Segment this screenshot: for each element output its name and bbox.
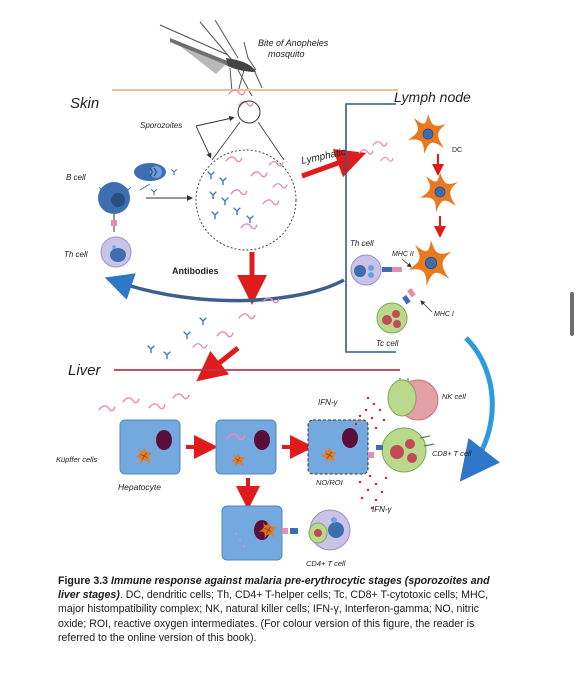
th-cell-left-icon: [100, 236, 132, 268]
cd8-t-cell-icon: [376, 427, 435, 473]
hepatocyte-icon-1: [119, 419, 181, 475]
skin-antibodies: [207, 171, 254, 224]
figure-title: Immune response against malaria pre-eryt…: [58, 575, 490, 602]
cd4-t-cell-icon: [290, 509, 351, 551]
hepatocyte-icon-2: [215, 419, 277, 475]
ifn-particles: [354, 396, 388, 510]
th-cell-left-label: Th cell: [64, 250, 88, 259]
lymph-to-skin-curve-arrow: [104, 273, 345, 303]
liver-sporozoites: [98, 393, 190, 412]
mhc-ii-label: MHC II: [392, 251, 414, 258]
th-cell-right-label: Th cell: [350, 239, 374, 248]
lymph-node-label: Lymph node: [394, 89, 471, 105]
liver-label: Liver: [68, 362, 102, 379]
ifn-top-label: IFN-γ: [318, 398, 339, 407]
skin-sporozoites: [225, 156, 288, 230]
to-liver-arrow: [196, 346, 240, 382]
b-cell-label: B cell: [66, 173, 86, 182]
injected-sporozoites: [228, 89, 254, 107]
th-cell-right-icon: [350, 254, 402, 286]
hepatocyte-icon-3: [307, 419, 374, 475]
figure-number: Figure 3.3: [58, 575, 109, 587]
mosquito-icon: [159, 19, 263, 97]
dendritic-cell-icon-3: [407, 239, 452, 287]
hepatocyte-icon-4: [221, 505, 288, 561]
dendritic-cell-icon-2: [419, 171, 459, 213]
lymph-node-bracket: [345, 103, 396, 353]
figure-caption: Figure 3.3 Immune response against malar…: [58, 574, 490, 645]
bite-label: Bite of Anopheles mosquito: [258, 38, 331, 59]
sporozoites-label: Sporozoites: [140, 121, 182, 130]
nk-cell-label: NK cell: [442, 392, 466, 401]
plasma-b-cell-icon: [134, 163, 178, 181]
mhc-i-label: MHC I: [434, 311, 454, 318]
skin-label: Skin: [70, 95, 99, 112]
scrollbar[interactable]: [570, 292, 574, 336]
dendritic-cell-icon-1: [407, 113, 447, 155]
lymphatic-arrow: [301, 148, 367, 179]
tc-cell-label: Tc cell: [376, 339, 399, 348]
no-roi-label: NO/ROI: [316, 478, 343, 487]
ifn-bottom-label: IFN-γ: [372, 505, 393, 514]
circulating-sporozoites: [192, 297, 280, 349]
cd8-t-cell-label: CD8+ T cell: [432, 449, 472, 458]
figure-caption-body: . DC, dendritic cells; Th, CD4+ T-helper…: [58, 589, 489, 644]
circulating-antibodies: [147, 316, 207, 360]
lymph-sporozoites: [358, 141, 394, 162]
antibodies-label: Antibodies: [172, 266, 219, 276]
skin-compartment: [195, 149, 297, 251]
b-cell-icon: [98, 182, 132, 214]
cd4-t-cell-label: CD4+ T cell: [306, 559, 346, 568]
tc-cell-icon: [376, 288, 416, 334]
hepatocyte-label: Hepatocyte: [118, 482, 161, 492]
sporozoite-zoom-circle: [237, 100, 261, 124]
dc-label: DC: [452, 147, 462, 154]
lymph-to-liver-arrow: [459, 336, 501, 482]
kupffer-label: Küpffer cells: [56, 455, 98, 464]
nk-cell-icon: [387, 378, 439, 421]
